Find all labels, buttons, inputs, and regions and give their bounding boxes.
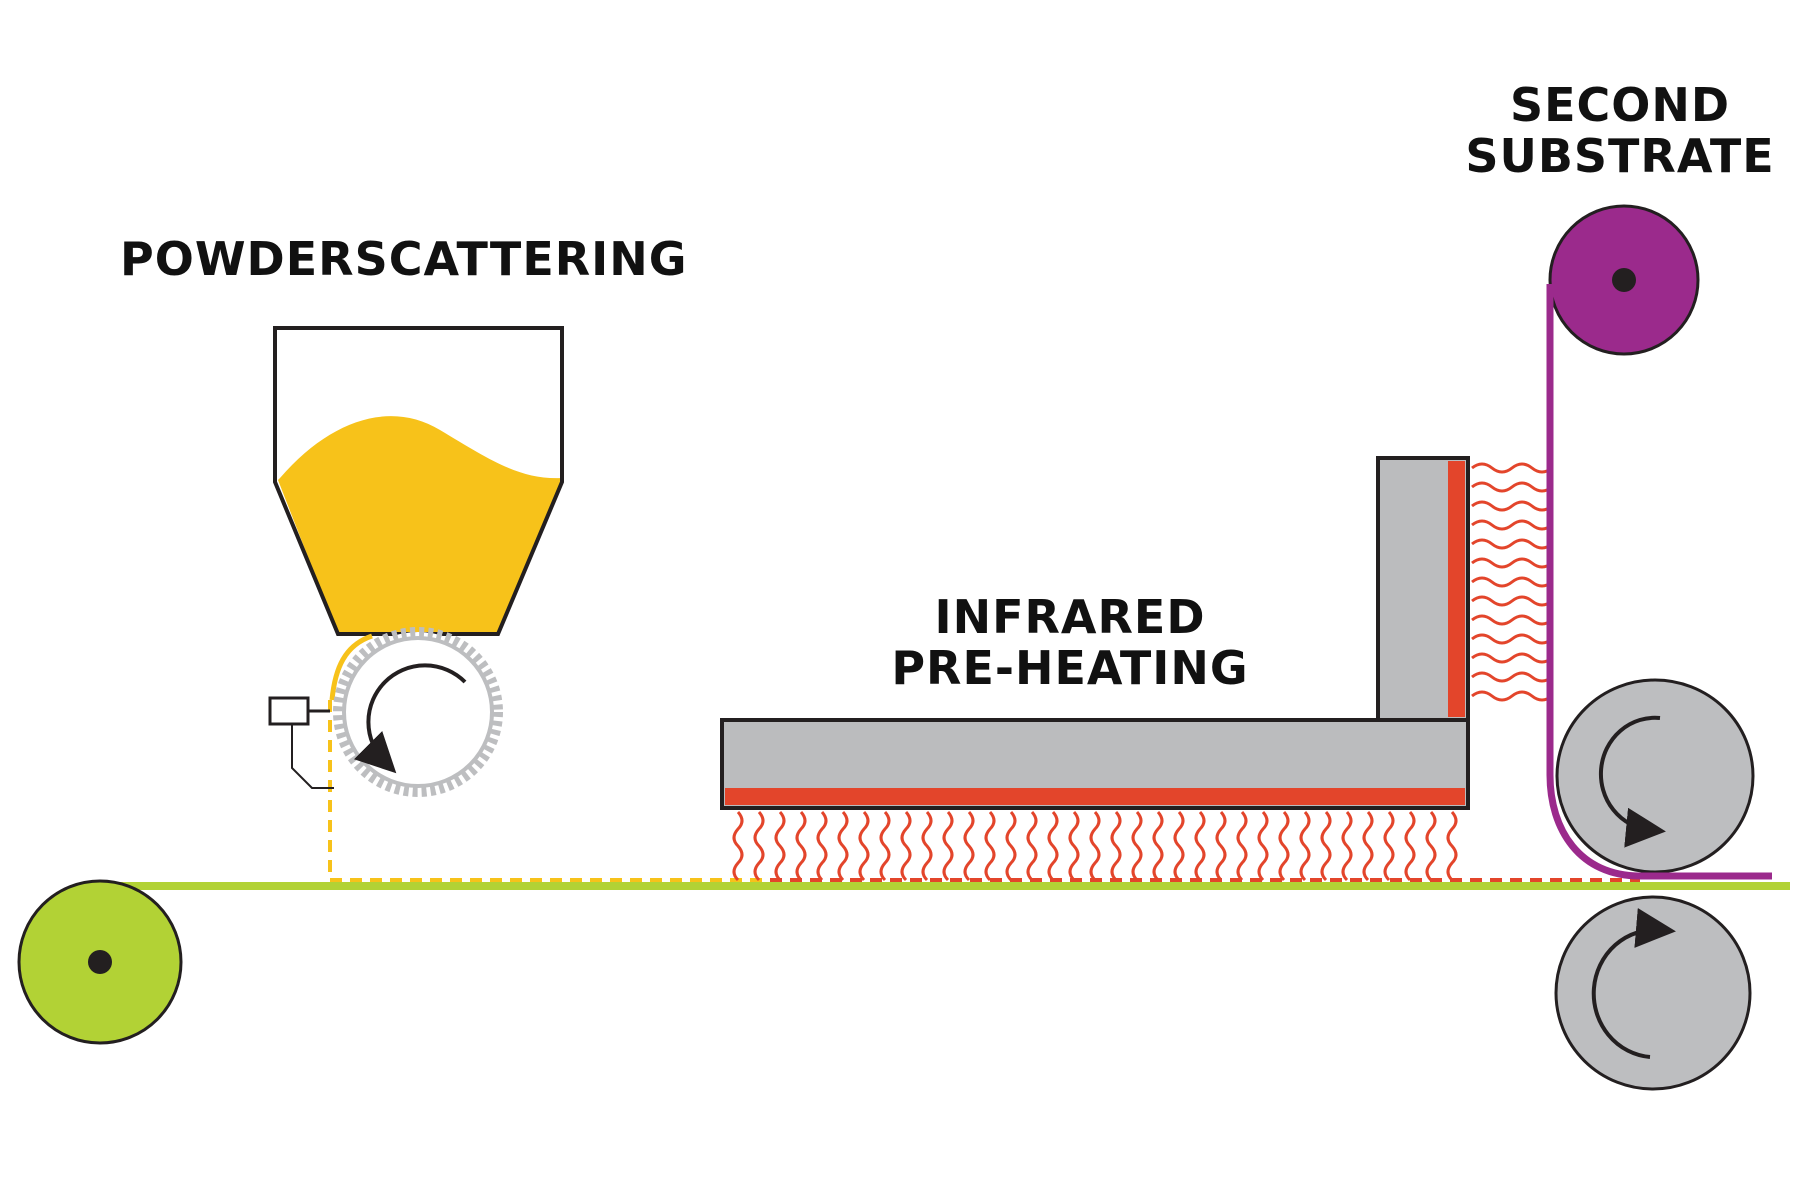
- heat-wave: [984, 811, 996, 882]
- heat-wave: [1110, 811, 1122, 882]
- rotation-arrow-icon: [1591, 908, 1676, 1059]
- heat-wave: [1471, 595, 1553, 607]
- heat-wave: [879, 811, 891, 882]
- heat-wave: [1471, 652, 1553, 664]
- heat-wave: [1471, 633, 1553, 645]
- infrared-heater: [720, 456, 1470, 810]
- heat-wave-icon: [1471, 462, 1553, 702]
- powder-path: [328, 700, 770, 882]
- heat-wave: [1446, 811, 1458, 882]
- heat-wave: [1068, 811, 1080, 882]
- infrared-label-line2: PRE-HEATING: [891, 640, 1249, 695]
- heat-wave: [1471, 614, 1553, 626]
- heat-wave: [1215, 811, 1227, 882]
- upper-nip-roller: [1555, 678, 1755, 874]
- rotation-arrow-icon: [353, 663, 467, 774]
- heat-wave: [1383, 811, 1395, 882]
- rotation-arrow-icon: [1598, 715, 1666, 848]
- heat-wave: [753, 811, 765, 882]
- powder-scattering-label: POWDERSCATTERING: [120, 232, 688, 286]
- heat-wave: [942, 811, 954, 882]
- sensor-box: [268, 696, 334, 789]
- second-substrate-label-line1: SECOND: [1509, 78, 1731, 132]
- heat-wave: [1471, 576, 1553, 588]
- heat-wave: [1471, 481, 1553, 493]
- heat-wave: [1471, 519, 1553, 531]
- heat-wave: [963, 811, 975, 882]
- heat-wave: [1471, 690, 1553, 702]
- heat-wave: [858, 811, 870, 882]
- heat-wave: [1471, 557, 1553, 569]
- heat-wave: [1320, 811, 1332, 882]
- heat-wave: [1404, 811, 1416, 882]
- heat-wave: [1471, 462, 1553, 474]
- heat-wave: [732, 811, 744, 882]
- heat-wave: [1194, 811, 1206, 882]
- lower-nip-roller: [1554, 895, 1752, 1091]
- heat-wave: [1425, 811, 1437, 882]
- second-substrate-roller: [1548, 204, 1700, 356]
- heat-wave: [1026, 811, 1038, 882]
- infrared-label-line1: INFRARED: [934, 590, 1206, 644]
- powder-hopper: [273, 326, 564, 636]
- heat-wave: [1257, 811, 1269, 882]
- second-substrate-line: [1546, 284, 1772, 880]
- substrate-unwind-roller: [17, 879, 183, 1045]
- second-substrate-label: SECOND SUBSTRATE: [1450, 80, 1790, 181]
- heat-wave: [795, 811, 807, 882]
- heat-wave: [774, 811, 786, 882]
- heat-wave: [1089, 811, 1101, 882]
- heat-wave: [1362, 811, 1374, 882]
- scattering-roller: [333, 627, 503, 797]
- heat-wave: [1278, 811, 1290, 882]
- heat-wave: [1341, 811, 1353, 882]
- heat-wave: [1471, 538, 1553, 550]
- heat-wave: [1152, 811, 1164, 882]
- heat-wave: [1471, 671, 1553, 683]
- powder-stream: [329, 633, 373, 701]
- heat-wave: [1236, 811, 1248, 882]
- second-substrate-label-line2: SUBSTRATE: [1465, 128, 1775, 183]
- heat-wave: [1131, 811, 1143, 882]
- heat-wave: [1173, 811, 1185, 882]
- heat-wave-icon: [732, 811, 1458, 882]
- infrared-preheating-label: INFRARED PRE-HEATING: [840, 592, 1300, 693]
- heat-wave: [921, 811, 933, 882]
- heat-wave: [837, 811, 849, 882]
- heat-wave: [1005, 811, 1017, 882]
- heat-wave: [1471, 500, 1553, 512]
- heat-wave: [816, 811, 828, 882]
- heat-wave: [1299, 811, 1311, 882]
- heat-wave: [1047, 811, 1059, 882]
- heat-wave: [900, 811, 912, 882]
